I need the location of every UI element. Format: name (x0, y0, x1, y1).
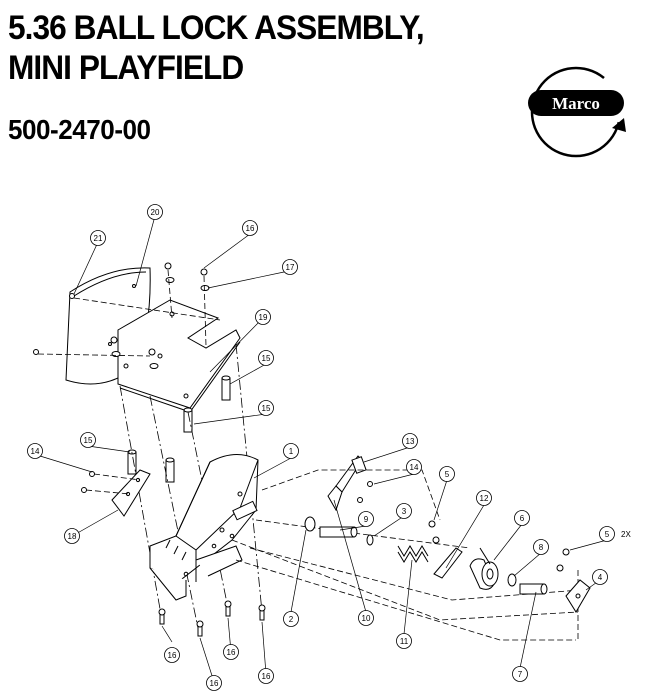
callout-8: 8 (533, 539, 549, 555)
svg-text:4: 4 (598, 573, 603, 582)
standoffs (127, 375, 231, 483)
callout-3: 3 (396, 503, 412, 519)
svg-text:15: 15 (262, 404, 271, 413)
svg-text:14: 14 (410, 463, 419, 472)
svg-text:7: 7 (518, 670, 523, 679)
callout-balloons: 1 2 3 4 5 5 6 7 8 9 10 11 12 13 14 14 15… (27, 204, 615, 691)
callout-1: 1 (283, 443, 299, 459)
svg-text:16: 16 (262, 672, 271, 681)
svg-text:2: 2 (289, 615, 294, 624)
page-title: 5.36 BALL LOCK ASSEMBLY, MINI PLAYFIELD (8, 9, 425, 87)
svg-text:10: 10 (362, 614, 371, 623)
svg-text:1: 1 (289, 447, 294, 456)
callout-10: 10 (358, 610, 374, 626)
svg-text:16: 16 (168, 651, 177, 660)
svg-text:20: 20 (151, 208, 160, 217)
callout-20: 20 (147, 204, 163, 220)
callout-13: 13 (402, 433, 418, 449)
svg-text:5: 5 (605, 530, 610, 539)
svg-text:5: 5 (445, 470, 450, 479)
switch-bracket (327, 455, 373, 512)
callout-15: 15 (80, 432, 96, 448)
callout-21: 21 (90, 230, 106, 246)
leader-lines (39, 215, 608, 683)
callout-15: 15 (258, 400, 274, 416)
svg-text:12: 12 (480, 494, 489, 503)
svg-text:19: 19 (259, 313, 268, 322)
callout-16: 16 (164, 647, 180, 663)
part-number: 500-2470-00 (8, 114, 151, 145)
svg-text:16: 16 (210, 679, 219, 688)
quantity-note: 2X (621, 530, 631, 539)
svg-text:6: 6 (520, 514, 525, 523)
callout-11: 11 (396, 633, 412, 649)
svg-text:17: 17 (286, 263, 295, 272)
callout-6: 6 (514, 510, 530, 526)
callout-14: 14 (406, 459, 422, 475)
main-housing (149, 454, 259, 601)
callout-19: 19 (255, 309, 271, 325)
callout-5: 5 (599, 526, 615, 542)
svg-text:15: 15 (84, 436, 93, 445)
marco-logo: Marco (528, 66, 626, 158)
svg-text:13: 13 (406, 437, 415, 446)
top-fasteners (33, 262, 221, 369)
coil-assembly (428, 520, 591, 613)
callout-9: 9 (358, 511, 374, 527)
svg-text:15: 15 (262, 354, 271, 363)
top-plate (117, 299, 241, 413)
svg-text:11: 11 (400, 637, 409, 646)
bottom-screws (158, 600, 266, 637)
svg-text:16: 16 (227, 648, 236, 657)
svg-text:16: 16 (246, 224, 255, 233)
callout-18: 18 (64, 528, 80, 544)
svg-text:8: 8 (539, 543, 544, 552)
callout-16: 16 (242, 220, 258, 236)
callout-16: 16 (258, 668, 274, 684)
svg-text:18: 18 (68, 532, 77, 541)
plunger-assembly (304, 516, 429, 563)
callout-5: 5 (439, 466, 455, 482)
svg-text:14: 14 (31, 447, 40, 456)
svg-text:21: 21 (94, 234, 103, 243)
callout-14: 14 (27, 443, 43, 459)
callout-16: 16 (223, 644, 239, 660)
svg-text:9: 9 (364, 515, 369, 524)
marco-logo-text: Marco (552, 94, 600, 113)
side-bracket (81, 469, 151, 517)
callout-4: 4 (592, 569, 608, 585)
callout-16: 16 (206, 675, 222, 691)
callout-12: 12 (476, 490, 492, 506)
callout-15: 15 (258, 350, 274, 366)
callout-2: 2 (283, 611, 299, 627)
svg-text:3: 3 (402, 507, 407, 516)
callout-7: 7 (512, 666, 528, 682)
callout-17: 17 (282, 259, 298, 275)
